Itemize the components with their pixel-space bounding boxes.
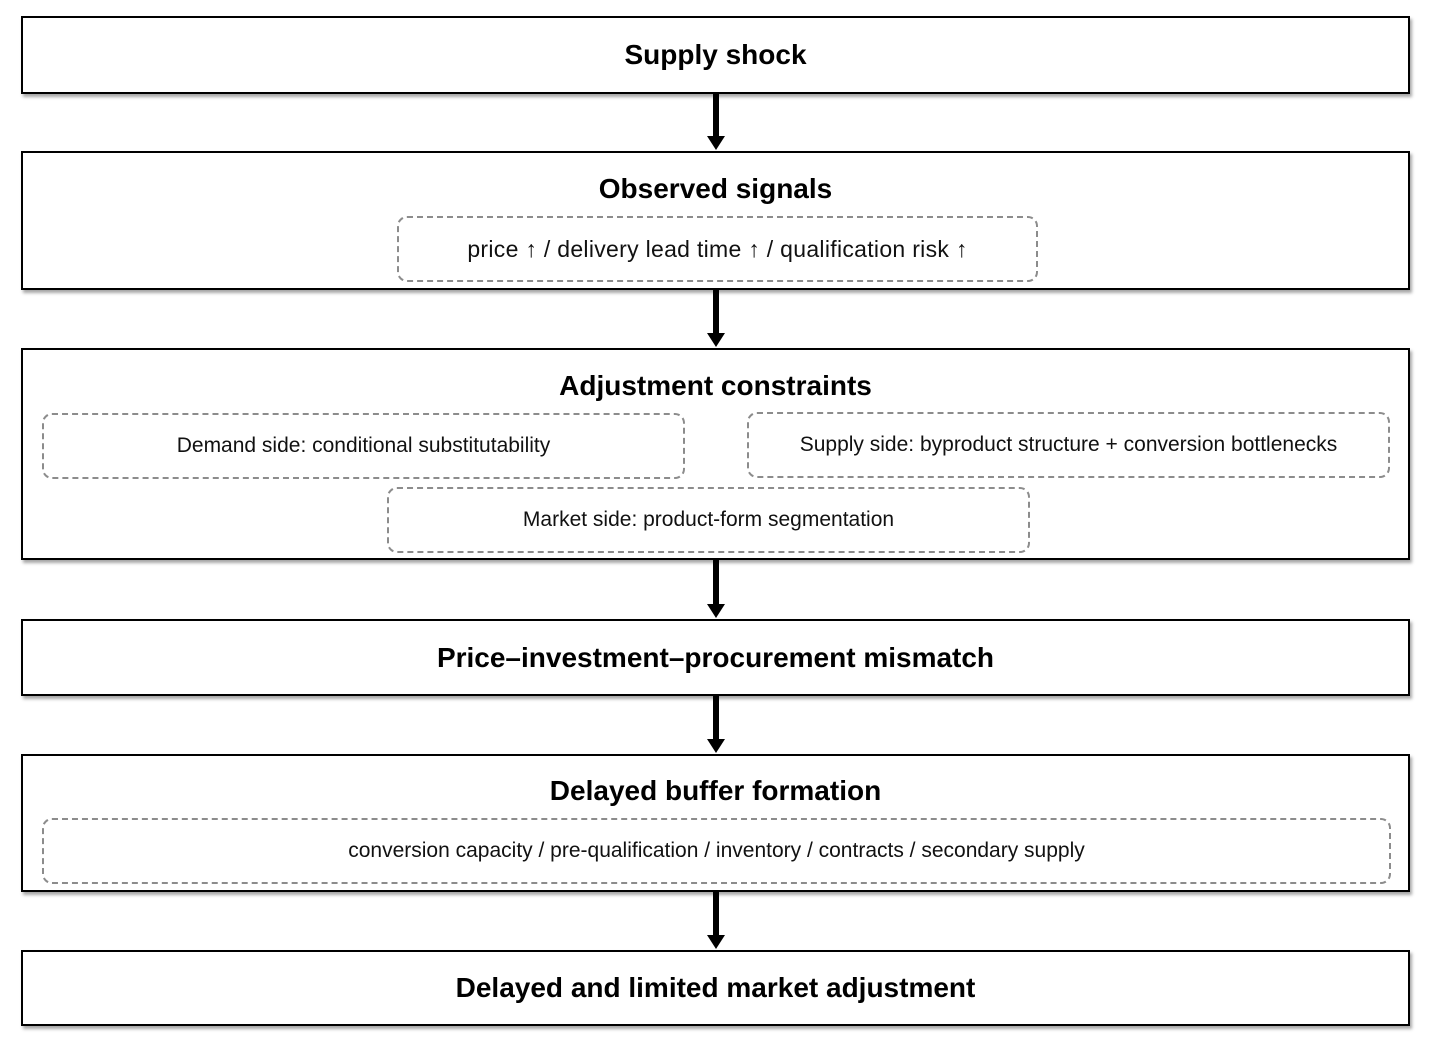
market-side-constraint: Market side: product-form segmentation xyxy=(387,487,1030,553)
observed-signals-box: Observed signals price ↑ / delivery lead… xyxy=(21,151,1410,290)
buffer-formation-detail: conversion capacity / pre-qualification … xyxy=(42,818,1391,884)
buffer-formation-box: Delayed buffer formation conversion capa… xyxy=(21,754,1410,892)
arrow-down-5 xyxy=(707,892,725,950)
market-adjustment-title: Delayed and limited market adjustment xyxy=(455,972,976,1003)
supply-side-constraint: Supply side: byproduct structure + conve… xyxy=(747,412,1390,478)
adjustment-constraints-box: Adjustment constraints Demand side: cond… xyxy=(21,348,1410,560)
buffer-formation-title: Delayed buffer formation xyxy=(549,775,882,806)
observed-signals-title: Observed signals xyxy=(598,173,833,204)
mismatch-title: Price–investment–procurement mismatch xyxy=(436,642,995,673)
observed-signals-detail: price ↑ / delivery lead time ↑ / qualifi… xyxy=(397,216,1038,282)
supply-shock-box: Supply shock xyxy=(21,16,1410,94)
arrow-down-3 xyxy=(707,560,725,619)
arrow-down-1 xyxy=(707,94,725,151)
mismatch-box: Price–investment–procurement mismatch xyxy=(21,619,1410,696)
arrow-down-2 xyxy=(707,290,725,348)
supply-shock-title: Supply shock xyxy=(624,39,807,70)
arrow-down-4 xyxy=(707,696,725,754)
adjustment-constraints-title: Adjustment constraints xyxy=(559,370,872,401)
market-adjustment-box: Delayed and limited market adjustment xyxy=(21,950,1410,1026)
demand-side-constraint: Demand side: conditional substitutabilit… xyxy=(42,413,685,479)
